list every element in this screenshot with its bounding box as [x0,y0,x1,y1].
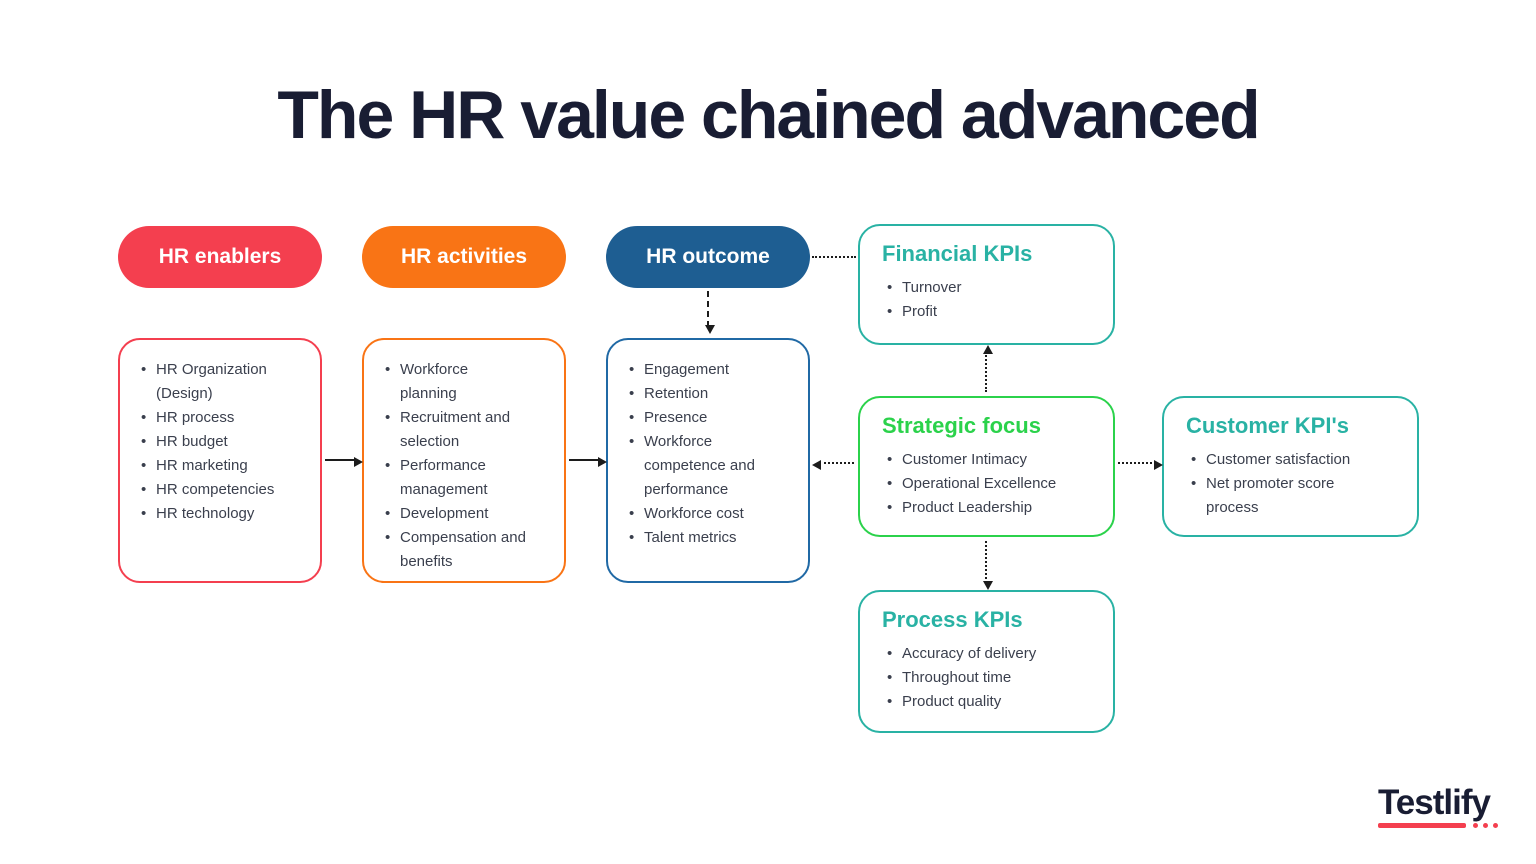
kpi-box-title: Process KPIs [882,607,1023,632]
financial-kpis-box: Financial KPIs TurnoverProfit [858,224,1115,345]
list-item: Net promoter score process [1186,472,1384,520]
strategic-focus-box: Strategic focus Customer IntimacyOperati… [858,396,1115,537]
arrow-outcome-pill-to-box [705,291,715,334]
list-item: Product quality [882,690,1080,714]
list-item: Product Leadership [882,496,1080,520]
pill-hr-enablers: HR enablers [118,226,322,288]
list-item: Operational Excellence [882,472,1080,496]
list-item: Workforce planning [380,358,526,406]
list-item: Throughout time [882,666,1080,690]
pill-label: HR outcome [646,245,770,268]
list-item: Accuracy of delivery [882,642,1080,666]
pill-hr-outcome: HR outcome [606,226,810,288]
arrow-enablers-to-activities [325,457,363,467]
hr-outcome-box: EngagementRetentionPresenceWorkforce com… [606,338,810,583]
list-item: Customer satisfaction [1186,448,1384,472]
logo-underline-bar [1378,823,1466,828]
pill-label: HR activities [400,245,528,268]
connector-outcome-to-financial [812,256,856,258]
list-item: HR budget [136,430,282,454]
arrow-activities-to-outcome [569,457,607,467]
arrow-strategic-to-outcome [812,460,854,470]
list-item: Engagement [624,358,770,382]
bullet-list: EngagementRetentionPresenceWorkforce com… [624,358,800,550]
list-item: Compensation and benefits [380,526,526,574]
customer-kpis-box: Customer KPI's Customer satisfactionNet … [1162,396,1419,537]
list-item: HR competencies [136,478,282,502]
list-item: HR process [136,406,282,430]
list-item: HR Organization (Design) [136,358,282,406]
list-item: Turnover [882,276,1080,300]
pill-hr-activities: HR activities [362,226,566,288]
bullet-list: HR Organization (Design)HR processHR bud… [136,358,312,526]
list-item: Performance management [380,454,526,502]
kpi-box-title: Financial KPIs [882,241,1033,266]
list-item: HR marketing [136,454,282,478]
list-item: Talent metrics [624,526,770,550]
process-kpis-box: Process KPIs Accuracy of deliveryThrough… [858,590,1115,733]
kpi-box-title: Customer KPI's [1186,413,1349,438]
pill-label: HR enablers [158,245,282,268]
logo-dots-icon [1473,823,1478,828]
bullet-list: TurnoverProfit [882,276,1093,324]
list-item: Recruitment and selection [380,406,526,454]
list-item: Retention [624,382,770,406]
diagram-title: The HR value chained advanced [277,77,1260,153]
hr-activities-box: Workforce planningRecruitment and select… [362,338,566,583]
hr-enablers-box: HR Organization (Design)HR processHR bud… [118,338,322,583]
testlify-logo: Testlify [1378,784,1498,828]
bullet-list: Workforce planningRecruitment and select… [380,358,556,574]
logo-text: Testlify [1378,783,1491,822]
bullet-list: Customer IntimacyOperational ExcellenceP… [882,448,1093,520]
list-item: Development [380,502,526,526]
kpi-box-title: Strategic focus [882,413,1041,438]
list-item: Workforce competence and performance [624,430,770,502]
list-item: Customer Intimacy [882,448,1080,472]
arrow-strategic-to-financial [983,345,993,392]
logo-underline [1378,823,1498,828]
arrow-strategic-to-process [983,541,993,590]
list-item: HR technology [136,502,282,526]
arrow-strategic-to-customer [1118,460,1163,470]
list-item: Workforce cost [624,502,770,526]
bullet-list: Customer satisfactionNet promoter score … [1186,448,1397,520]
bullet-list: Accuracy of deliveryThroughout timeProdu… [882,642,1093,714]
list-item: Profit [882,300,1080,324]
list-item: Presence [624,406,770,430]
